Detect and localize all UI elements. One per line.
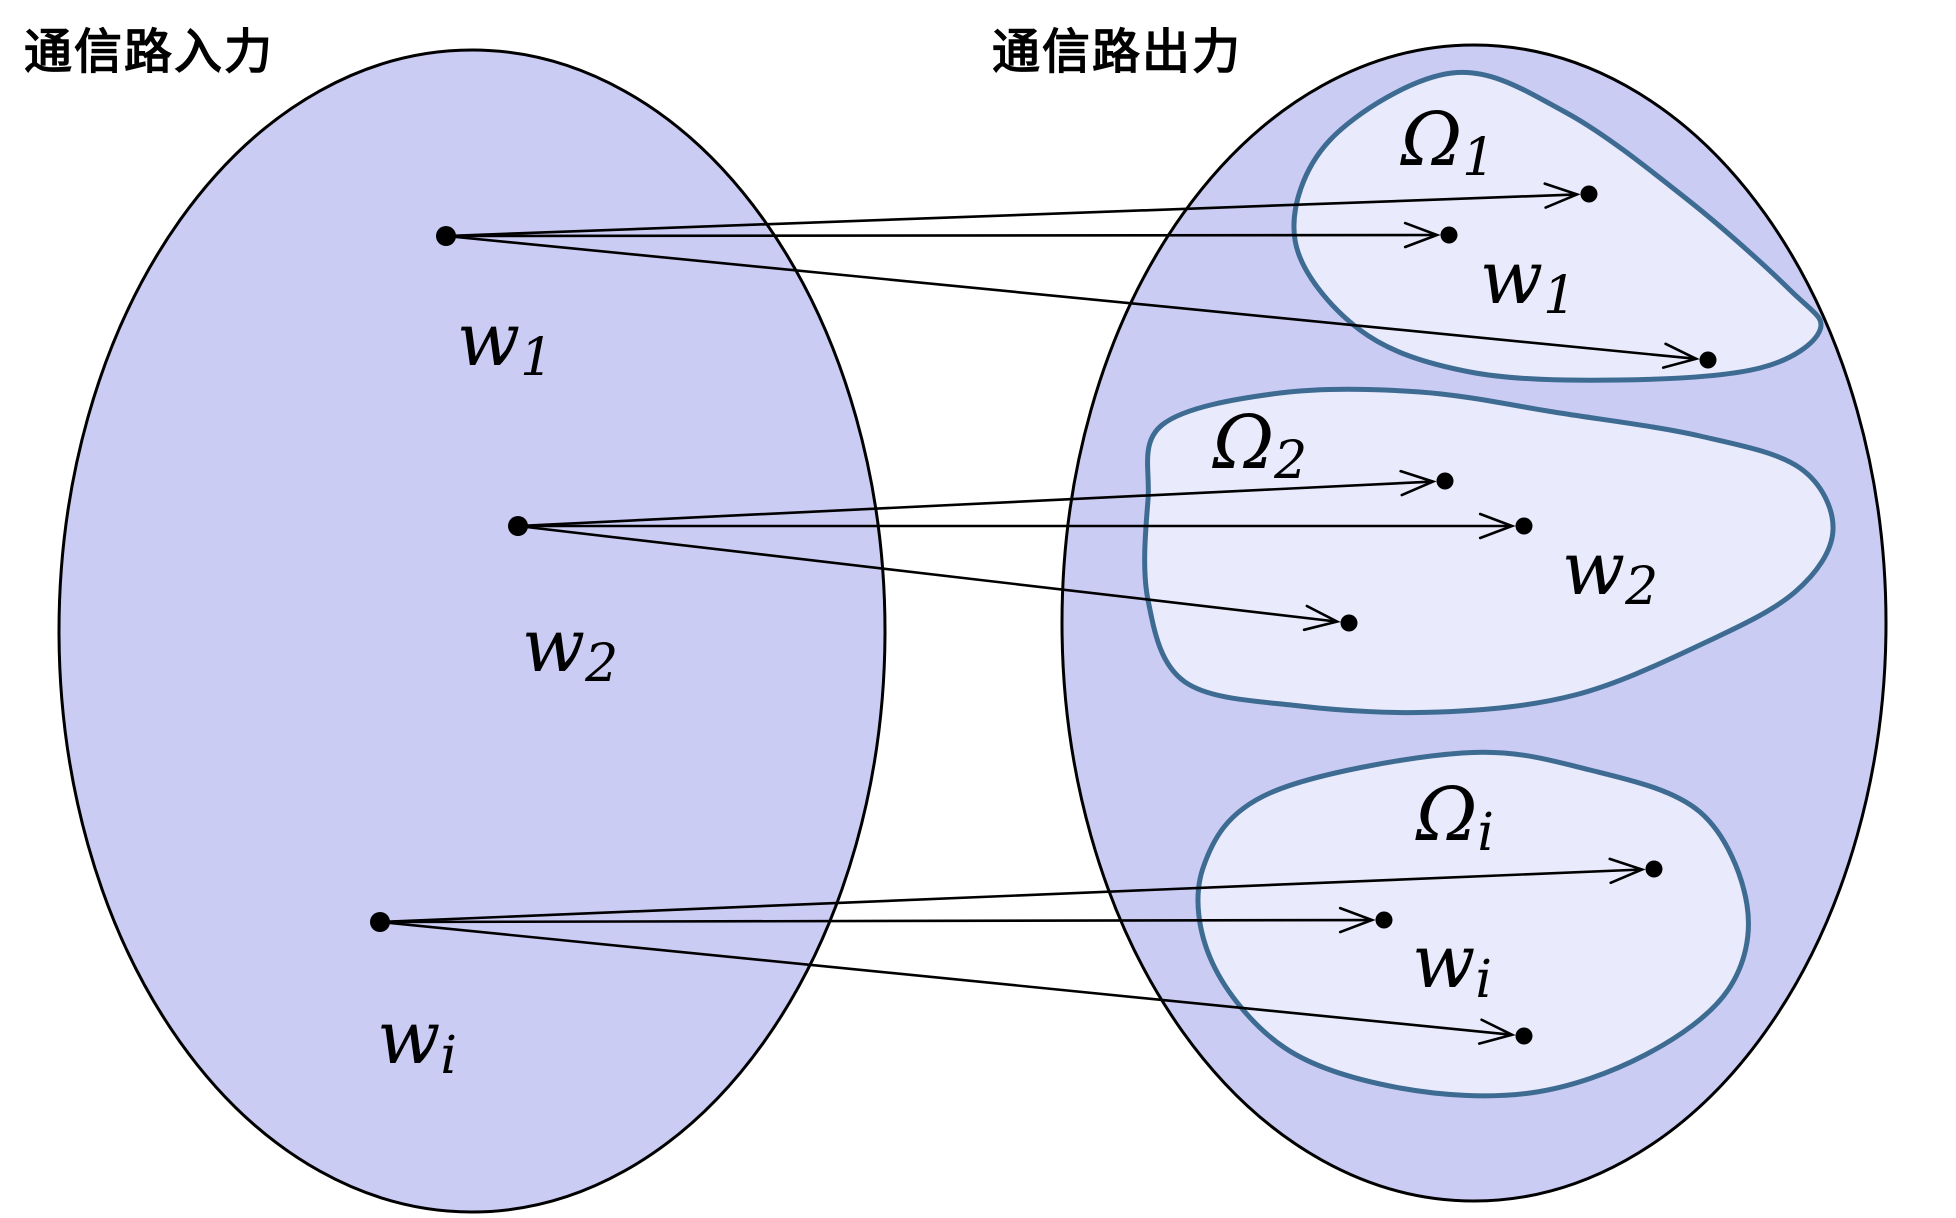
- mapping-arrow-w2-3-line: [517, 524, 1338, 623]
- mapping-arrow-w2-1-arrowhead-icon: [1399, 469, 1437, 497]
- input-codeword-label-w1: w1: [457, 297, 553, 388]
- mapping-arrow-w1-3-line: [445, 234, 1697, 361]
- decoding-region-label-wi: Ωi: [1415, 772, 1494, 863]
- mapping-arrow-wi-2-line: [379, 918, 1373, 924]
- mapping-arrow-w1-2-arrowhead-icon: [1403, 221, 1441, 249]
- decoding-region-label-w2: Ω2: [1212, 400, 1307, 491]
- mapping-arrow-w1-3-arrowhead-icon: [1661, 342, 1700, 369]
- input-codeword-label-wi: wi: [377, 995, 457, 1086]
- mapping-arrow-wi-3-line: [379, 920, 1513, 1037]
- decoding-region-w1-outline: [1291, 69, 1824, 383]
- output-point-dot-w1-1: [1580, 185, 1598, 203]
- mapping-arrow-wi-3-arrowhead-icon: [1477, 1018, 1516, 1045]
- mapping-arrow-w2-1-line: [517, 480, 1434, 528]
- output-point-dot-w2-3: [1340, 614, 1358, 632]
- channel-output-title: 通信路出力: [992, 26, 1243, 79]
- output-point-dot-wi-3: [1515, 1027, 1533, 1045]
- decoding-region-wi-outline: [1195, 749, 1751, 1099]
- mapping-arrow-w2-3-arrowhead-icon: [1302, 604, 1341, 632]
- decoded-word-label-w2: w2: [1562, 526, 1658, 617]
- mapping-arrow-wi-1-line: [379, 868, 1643, 924]
- input-codeword-dot-w1: [436, 226, 456, 246]
- input-codeword-label-w2: w2: [522, 603, 618, 694]
- mapping-arrow-wi-2-arrowhead-icon: [1338, 906, 1376, 934]
- mapping-arrow-w1-1-line: [445, 193, 1578, 238]
- decoded-word-label-wi: wi: [1412, 919, 1492, 1010]
- mapping-arrow-w1-1-arrowhead-icon: [1543, 182, 1581, 209]
- output-point-dot-w2-2: [1515, 517, 1533, 535]
- decoded-word-label-w1: w1: [1480, 235, 1576, 326]
- output-point-dot-w1-2: [1440, 226, 1458, 244]
- output-point-dot-wi-1: [1645, 860, 1663, 878]
- channel-input-title: 通信路入力: [24, 26, 275, 79]
- decoding-region-w2-outline: [1142, 386, 1836, 716]
- mapping-arrow-wi-1-arrowhead-icon: [1608, 857, 1646, 885]
- output-point-dot-wi-2: [1375, 911, 1393, 929]
- input-codeword-dot-w2: [508, 516, 528, 536]
- output-point-dot-w1-3: [1699, 351, 1717, 369]
- output-point-dot-w2-1: [1436, 472, 1454, 490]
- mapping-arrow-w1-2-line: [445, 233, 1438, 238]
- mapping-arrow-w2-2-arrowhead-icon: [1478, 512, 1516, 540]
- input-codeword-dot-wi: [370, 912, 390, 932]
- decoding-region-label-w1: Ω1: [1400, 97, 1495, 188]
